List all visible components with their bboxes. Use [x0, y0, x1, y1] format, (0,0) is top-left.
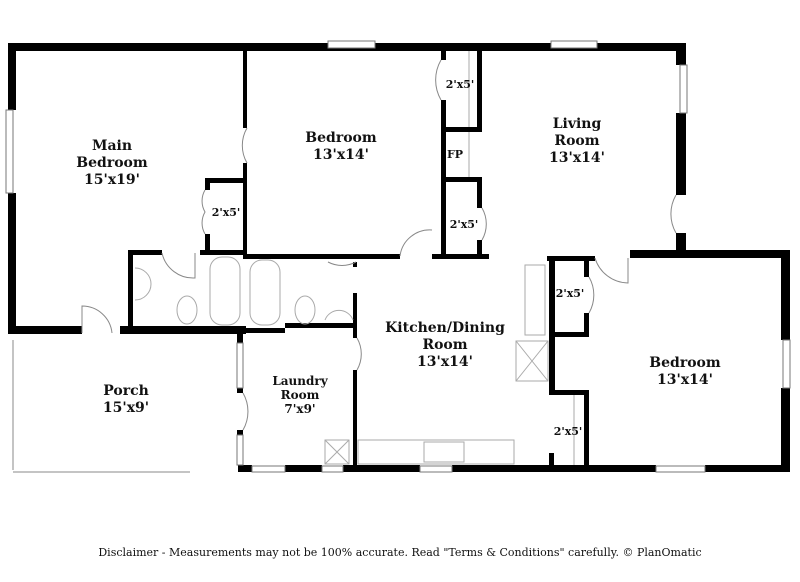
room-name: Laundry	[272, 374, 328, 388]
closet-label: 2'x5'	[211, 206, 241, 219]
closet-label: 2'x5'	[553, 425, 583, 438]
room-size: 13'x14'	[313, 147, 369, 163]
room-name: Porch	[103, 383, 149, 399]
fireplace-label: FP	[446, 148, 464, 161]
room-size: 13'x14'	[657, 372, 713, 388]
closet-label: 2'x5'	[445, 78, 475, 91]
room-size: 7'x9'	[284, 402, 316, 416]
room-name: Room	[280, 388, 320, 402]
room-size: 15'x19'	[84, 172, 140, 188]
room-name: Main	[91, 138, 133, 154]
room-name: Bedroom	[649, 355, 721, 371]
room-name: Kitchen/Dining	[385, 320, 505, 336]
room-name: Bedroom	[76, 155, 148, 171]
room-size: 13'x14'	[549, 150, 605, 166]
closet-label: 2'x5'	[555, 287, 585, 300]
windows	[5, 40, 791, 473]
room-name: Bedroom	[305, 130, 377, 146]
room-size: 13'x14'	[417, 354, 473, 370]
room-size: 15'x9'	[102, 400, 150, 416]
room-name: Room	[422, 337, 468, 353]
closet-label: 2'x5'	[449, 218, 479, 231]
disclaimer: Disclaimer - Measurements may not be 100…	[98, 546, 702, 559]
room-name: Living	[552, 116, 602, 132]
doors	[12, 59, 677, 473]
fixtures	[134, 51, 575, 465]
room-name: Room	[554, 133, 600, 149]
